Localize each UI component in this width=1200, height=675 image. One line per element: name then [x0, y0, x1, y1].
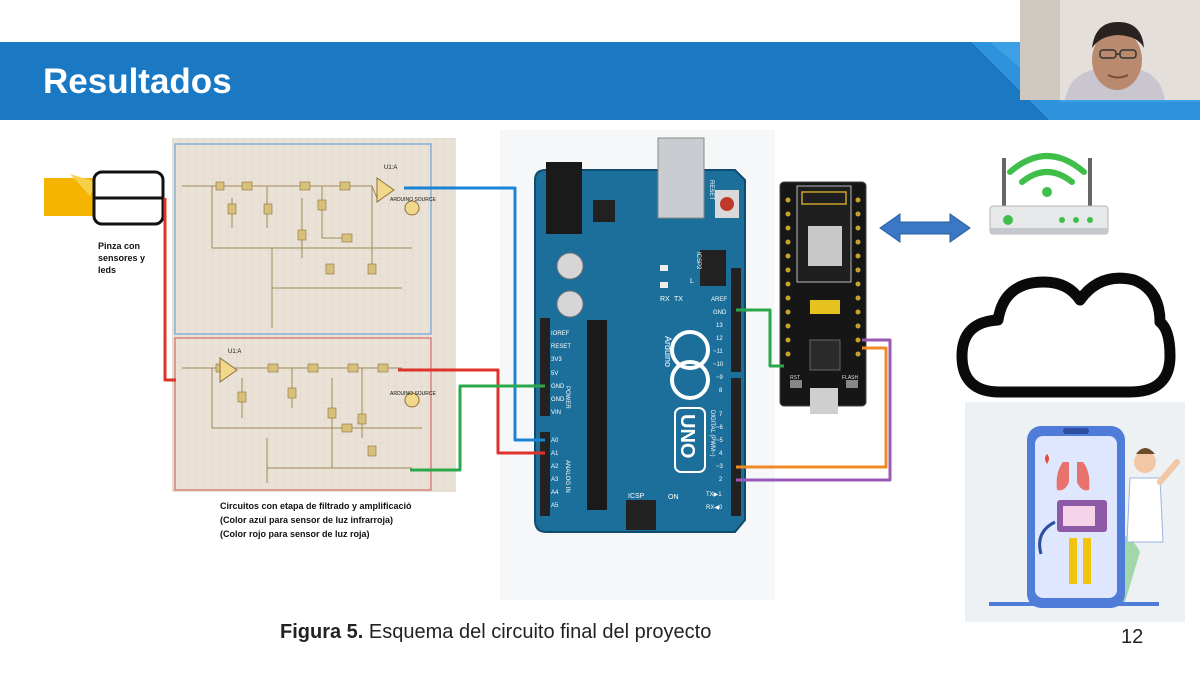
pin-label: 2 — [719, 477, 723, 483]
pin-label: 3V3 — [551, 357, 562, 363]
figure-label: Figura 5. — [280, 621, 364, 643]
pin-label: RESET — [551, 344, 572, 350]
pin-label: GND — [551, 397, 565, 403]
presenter-webcam — [1020, 0, 1200, 100]
circuit-note-line-2: (Color azul para sensor de luz infrarroj… — [220, 515, 394, 525]
pin-label: 12 — [716, 336, 723, 342]
health-app-illustration — [965, 402, 1185, 622]
pin-label: RX◀0 — [706, 505, 723, 511]
pin-label: ~5 — [716, 438, 723, 444]
digital-header-label: DIGITAL (PWM~) — [709, 410, 715, 457]
arduino-model-label: UNO — [676, 414, 698, 459]
on-led-label: ON — [668, 494, 679, 501]
pin-label: ~9 — [716, 375, 723, 381]
pin-label: GND — [713, 310, 727, 316]
pin-label: ~6 — [716, 425, 723, 431]
circuit-note-line-1: Circuitos con etapa de filtrado y amplif… — [220, 501, 412, 511]
pin-label: A1 — [551, 451, 559, 457]
figure-caption: Figura 5. Esquema del circuito final del… — [280, 621, 711, 644]
pin-label: GND — [551, 384, 565, 390]
l-led-label: L — [690, 278, 694, 285]
pin-label: 13 — [716, 323, 723, 329]
pin-label: A5 — [551, 503, 559, 509]
opamp-label-top: U1:A — [384, 165, 398, 171]
figure-caption-text: Esquema del circuito final del proyecto — [363, 621, 712, 643]
icsp2-label: ICSP2 — [695, 252, 701, 270]
pin-label: 8 — [719, 388, 723, 394]
circuit-note-line-3: (Color rojo para sensor de luz roja) — [220, 529, 370, 539]
slide-title: Resultados — [43, 62, 232, 101]
sensor-clip-label: Pinza con sensores y leds — [98, 241, 146, 275]
pin-label: 4 — [719, 451, 723, 457]
opamp-label-bottom: U1:A — [228, 349, 242, 355]
pin-label: ~10 — [713, 362, 724, 368]
pin-label: A0 — [551, 438, 559, 444]
pin-label: A4 — [551, 490, 559, 496]
pin-label: 5V — [551, 371, 559, 377]
pin-label: ~11 — [713, 349, 723, 355]
filter-amplifier-schematic: U1:A U1:A ARDUINO SOURCE ARDUINO SOURCE — [172, 138, 456, 492]
pin-label: VIN — [551, 410, 562, 416]
pin-label: ~3 — [716, 464, 723, 470]
esp-flash-label: FLASH — [842, 375, 859, 381]
source-label-bottom: ARDUINO SOURCE — [390, 391, 436, 397]
tx-label: TX — [674, 296, 683, 303]
analog-header-label: ANALOG IN — [564, 460, 570, 493]
esp-rst-label: RST — [790, 375, 800, 381]
icsp-label: ICSP — [628, 493, 645, 500]
source-label-top: ARDUINO SOURCE — [390, 197, 436, 203]
pin-label: IOREF — [551, 331, 570, 337]
page-number: 12 — [1121, 626, 1144, 648]
pin-label: A2 — [551, 464, 559, 470]
pin-label: AREF — [711, 297, 728, 303]
arduino-brand-label: Arduino — [663, 336, 673, 368]
rx-label: RX — [660, 296, 670, 303]
pin-label: 7 — [719, 412, 723, 418]
pin-label: TX▶1 — [706, 492, 722, 498]
power-header-label: POWER — [564, 386, 570, 409]
pin-label: A3 — [551, 477, 559, 483]
reset-button-label: RESET — [708, 180, 714, 201]
